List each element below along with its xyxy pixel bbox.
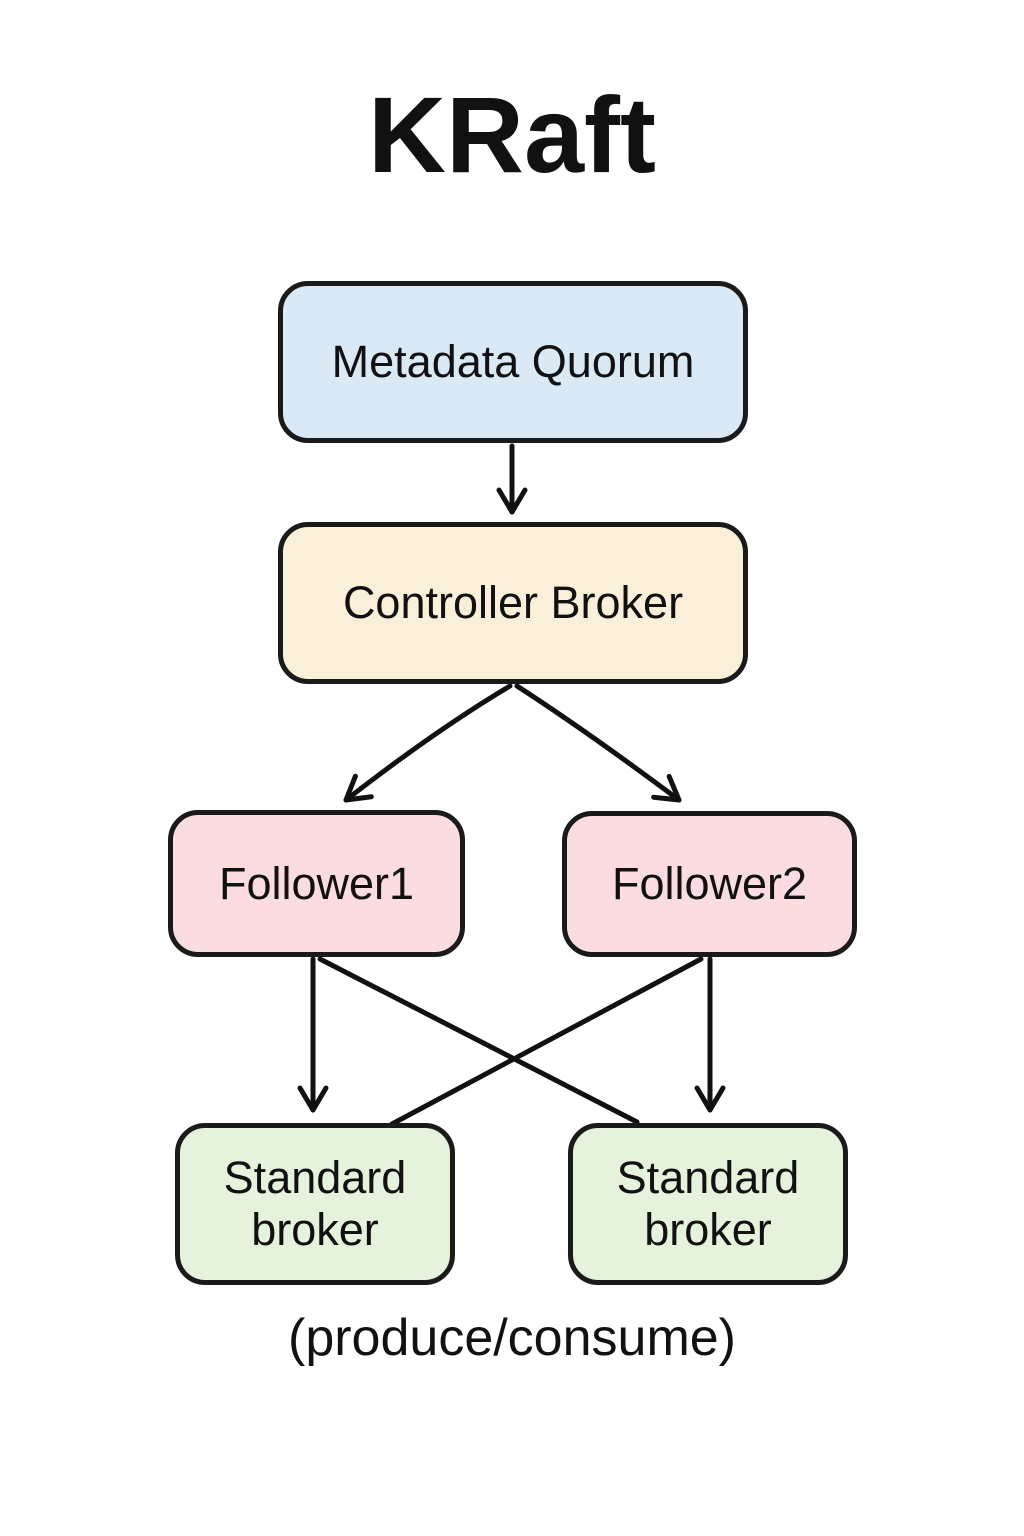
node-standard-broker-2-label: Standard broker bbox=[616, 1152, 800, 1255]
edge-controller-broker-to-follower2 bbox=[514, 683, 682, 803]
edge-follower1-to-standard-broker-2 bbox=[317, 956, 640, 1125]
produce-consume-caption: (produce/consume) bbox=[288, 1309, 736, 1367]
node-standard-broker-1-label: Standard broker bbox=[223, 1152, 407, 1255]
node-follower2: Follower2 bbox=[562, 811, 857, 957]
node-follower1: Follower1 bbox=[168, 810, 465, 957]
node-metadata-quorum-label: Metadata Quorum bbox=[331, 336, 695, 388]
node-metadata-quorum: Metadata Quorum bbox=[278, 281, 748, 443]
edge-follower2-to-standard-broker-1 bbox=[389, 956, 704, 1127]
node-follower1-label: Follower1 bbox=[218, 857, 415, 909]
node-controller-broker-label: Controller Broker bbox=[342, 577, 684, 629]
node-standard-broker-1: Standard broker bbox=[175, 1123, 455, 1285]
node-standard-broker-2: Standard broker bbox=[568, 1123, 848, 1285]
node-follower2-label: Follower2 bbox=[611, 858, 808, 910]
diagram-title: KRaft bbox=[368, 74, 656, 195]
node-controller-broker: Controller Broker bbox=[278, 522, 748, 684]
edge-controller-broker-to-follower1 bbox=[343, 683, 513, 803]
